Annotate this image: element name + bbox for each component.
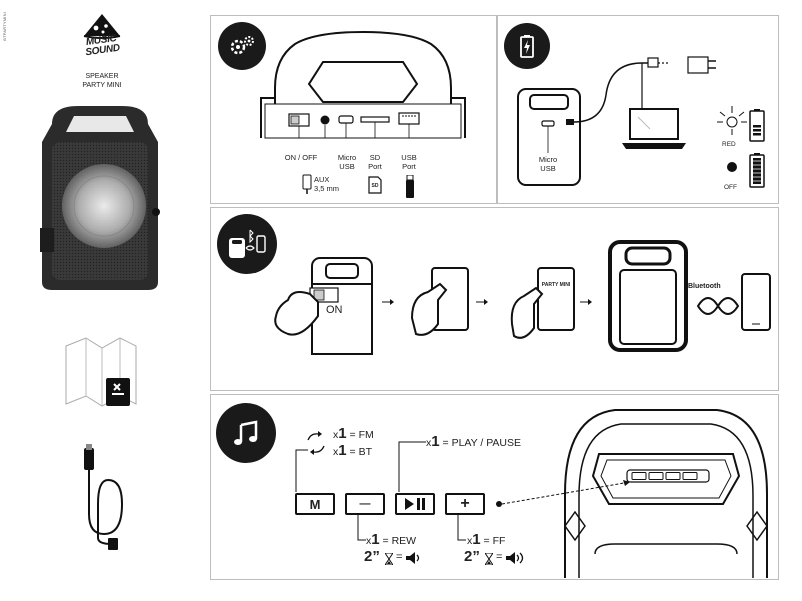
- product-code: BTPARTYMINI: [2, 12, 7, 41]
- settings-circle: [218, 22, 266, 70]
- hold-plus-duration: 2”: [464, 548, 480, 565]
- aux-label-2: 3,5 mm: [314, 184, 340, 193]
- speaker-back-drawing: [255, 28, 470, 148]
- battery-charge-icon: [520, 35, 534, 58]
- usb-port-label-2: Port: [402, 162, 416, 171]
- play-pause-button[interactable]: [395, 493, 435, 515]
- pairing-steps-drawing: [262, 238, 774, 360]
- volume-up-icon: [506, 551, 526, 564]
- charge-micro-usb-label-1: Micro: [538, 155, 558, 164]
- music-circle: [216, 403, 276, 463]
- micro-usb-port-label-1: Micro: [337, 153, 357, 162]
- on-off-label: ON / OFF: [284, 153, 318, 162]
- micro-usb-port-label-2: USB: [339, 162, 355, 171]
- usb-cable-icon: [74, 444, 134, 554]
- hourglass-icon-plus: [484, 552, 494, 566]
- speaker-phone-pair-icon: [229, 229, 266, 258]
- volume-down-icon: [406, 551, 422, 564]
- sd-port-label-1: SD: [369, 153, 381, 162]
- hold-minus-duration: 2”: [364, 548, 380, 565]
- minus-button[interactable]: —: [345, 493, 385, 515]
- ff-text: x1 = FF: [467, 531, 506, 548]
- sd-card-icon: [368, 176, 382, 194]
- party-mini-screen-text: PARTY MINI: [541, 282, 571, 288]
- play-pause-text: x1 = PLAY / PAUSE: [426, 433, 522, 450]
- speaker-photo: [38, 102, 162, 292]
- sd-card-text: SD: [371, 183, 379, 189]
- on-text: ON: [326, 304, 343, 316]
- charge-micro-usb-label-2: USB: [540, 164, 556, 173]
- product-name-line2: PARTY MINI: [82, 82, 122, 89]
- volume-eq-plus: =: [496, 551, 503, 563]
- aux-label-1: AUX: [314, 175, 330, 184]
- pairing-circle: [217, 214, 277, 274]
- product-name-line1: SPEAKER: [85, 73, 119, 80]
- music-sound-logo: [76, 10, 128, 70]
- charging-drawing: [510, 55, 770, 195]
- music-note-icon: [234, 420, 258, 445]
- usb-stick-icon: [405, 174, 415, 199]
- battery-circle: [504, 23, 550, 69]
- aux-plug-icon: [302, 174, 312, 194]
- mode-button[interactable]: M: [295, 493, 335, 515]
- volume-eq-minus: =: [396, 551, 403, 563]
- hourglass-icon-minus: [384, 552, 394, 566]
- play-pause-icon: [405, 498, 425, 510]
- speaker-top-drawing: [555, 404, 777, 578]
- red-led-label: RED: [722, 141, 736, 148]
- plus-button[interactable]: +: [445, 493, 485, 515]
- sd-port-label-2: Port: [368, 162, 382, 171]
- off-led-label: OFF: [724, 184, 737, 191]
- manual-icon: [62, 334, 142, 414]
- controls-panel: [210, 394, 779, 580]
- bt-mode-text: x1 = BT: [333, 442, 372, 459]
- fm-mode-text: x1 = FM: [333, 425, 374, 442]
- leader-lines: [286, 430, 646, 550]
- cycle-arrows-icon: [303, 430, 329, 456]
- bluetooth-text: Bluetooth: [688, 283, 721, 290]
- usb-port-label-1: USB: [401, 153, 417, 162]
- rew-text: x1 = REW: [366, 531, 417, 548]
- gears-icon: [230, 36, 254, 55]
